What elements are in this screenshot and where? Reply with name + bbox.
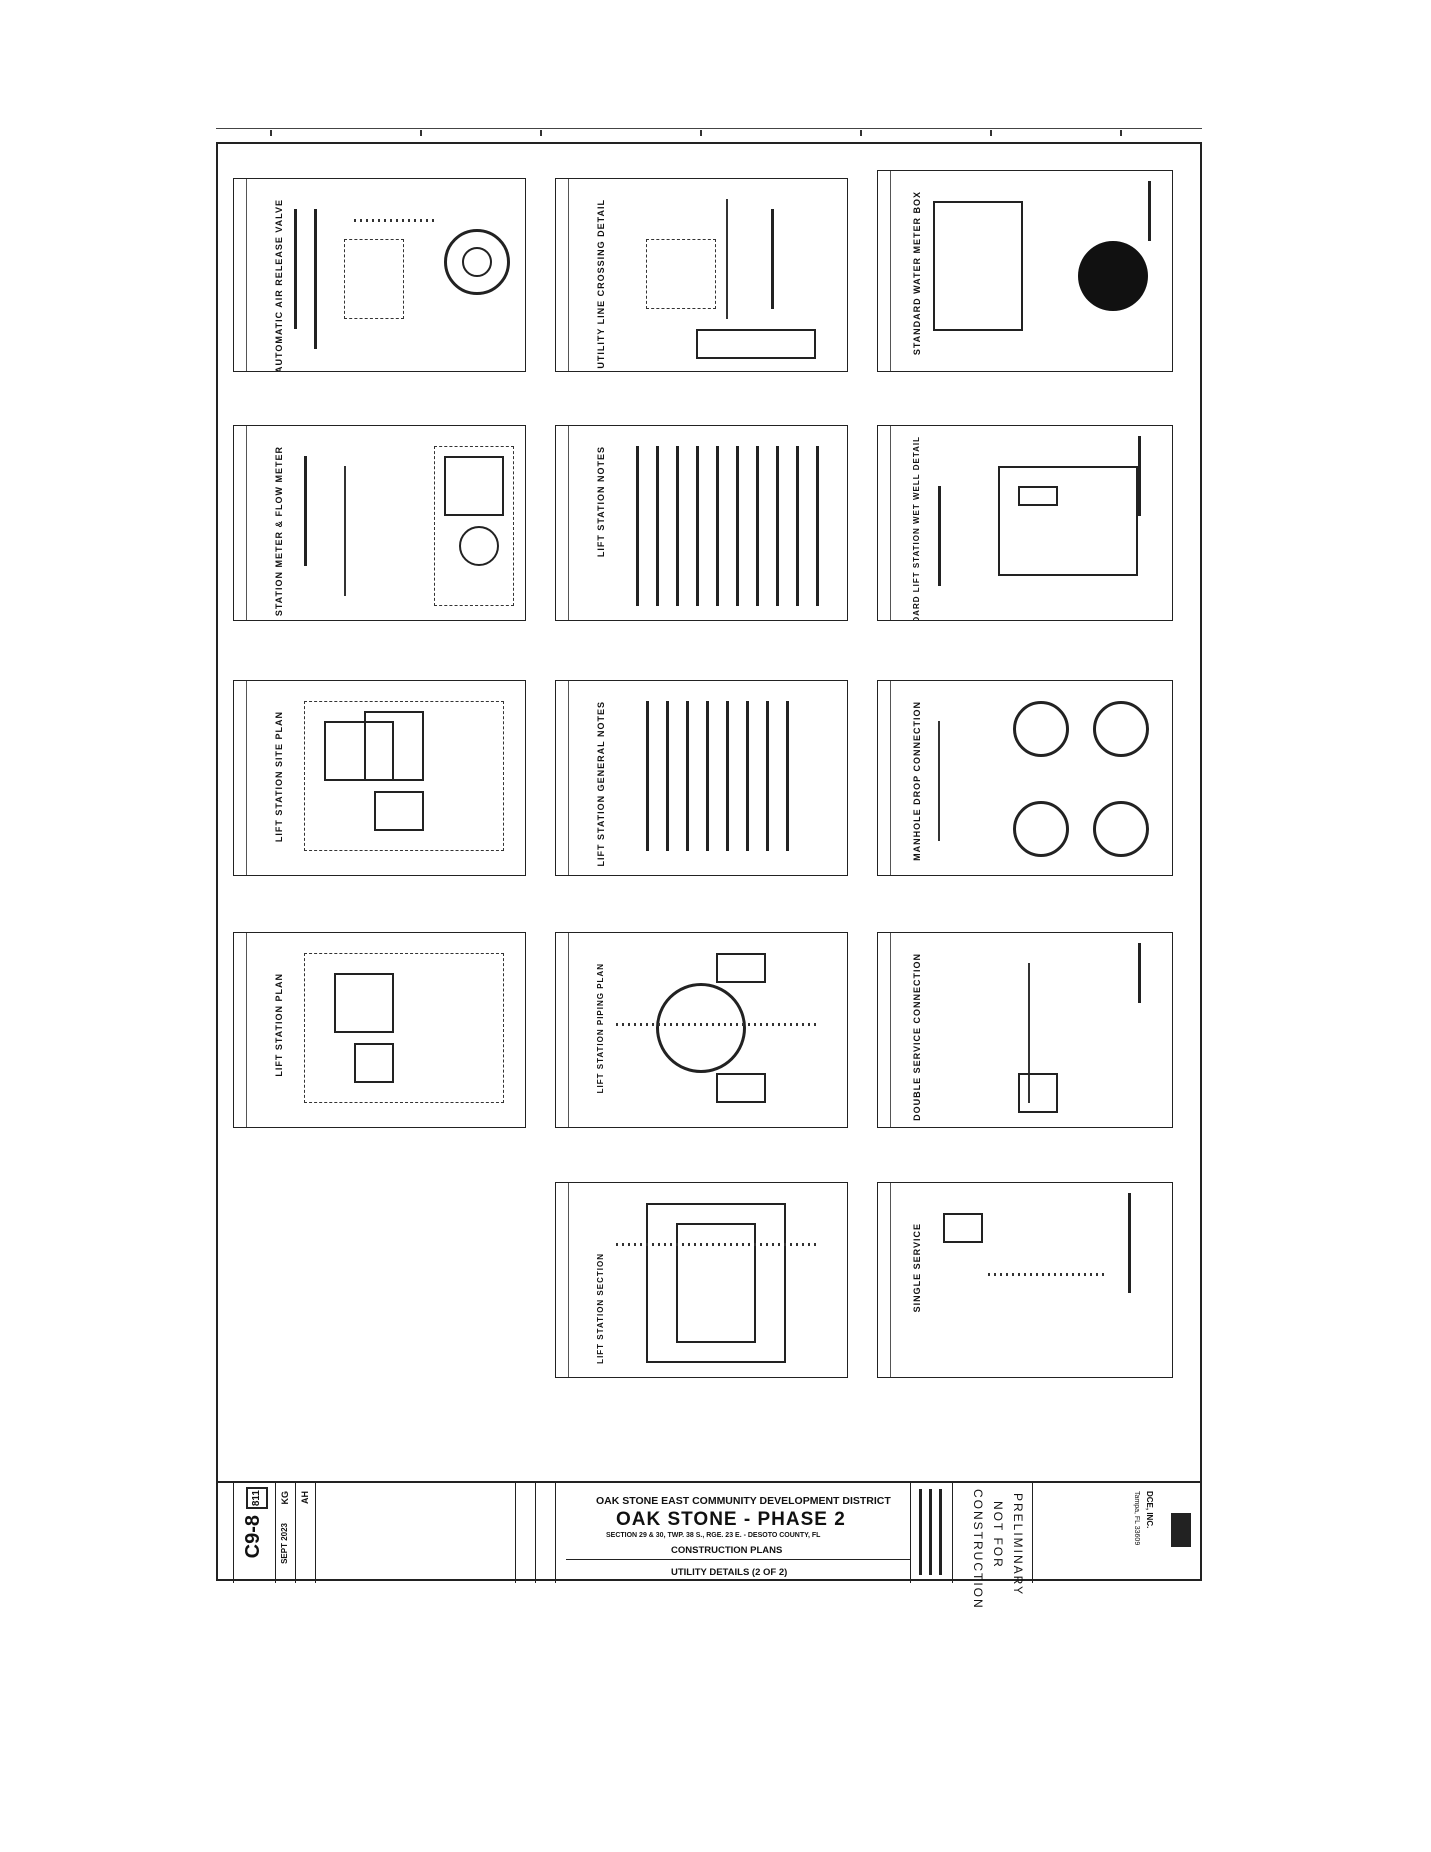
project-name: OAK STONE - PHASE 2: [616, 1509, 846, 1530]
detail-panel-ls-notes: LIFT STATION NOTES: [555, 425, 848, 621]
panel-title: STANDARD LIFT STATION WET WELL DETAIL: [912, 436, 921, 621]
panel-title: MANHOLE DROP CONNECTION: [912, 701, 922, 861]
status-not-for: NOT FOR: [991, 1501, 1005, 1569]
panel-title: DOUBLE SERVICE CONNECTION: [912, 953, 922, 1121]
detail-panel-ls-piping: LIFT STATION PIPING PLAN: [555, 932, 848, 1128]
ruler-tick: [1120, 130, 1122, 136]
panel-title: LIFT STATION SITE PLAN: [274, 711, 284, 843]
detail-panel-ls-general-notes: LIFT STATION GENERAL NOTES: [555, 680, 848, 876]
detail-panel-air-release: AUTOMATIC AIR RELEASE VALVE: [233, 178, 526, 372]
detail-panel-meter-box: STANDARD WATER METER BOX: [877, 170, 1173, 372]
ruler-tick: [860, 130, 862, 136]
detail-panel-single-service: SINGLE SERVICE: [877, 1182, 1173, 1378]
sheet-number: C9-8: [242, 1515, 264, 1559]
panel-title: SINGLE SERVICE: [912, 1223, 922, 1313]
firm-logo: [1171, 1513, 1191, 1547]
sheet-number-cell: C9-8 811: [234, 1483, 276, 1583]
firm-city: Tampa, FL 33609: [1133, 1491, 1140, 1546]
ruler-tick: [700, 130, 702, 136]
plans-label: CONSTRUCTION PLANS: [671, 1545, 783, 1556]
ruler-tick: [270, 130, 272, 136]
district-name: OAK STONE EAST COMMUNITY DEVELOPMENT DIS…: [596, 1495, 891, 1507]
detail-panel-ls-section: LIFT STATION SECTION: [555, 1182, 848, 1378]
panel-title: STANDARD WATER METER BOX: [912, 191, 922, 356]
ruler-tick: [540, 130, 542, 136]
detail-panel-line-crossing: UTILITY LINE CROSSING DETAIL: [555, 178, 848, 372]
project-info-cell: OAK STONE EAST COMMUNITY DEVELOPMENT DIS…: [556, 1483, 911, 1583]
panel-title: LIFT STATION SECTION: [596, 1253, 605, 1364]
drawn-by: KG: [280, 1491, 290, 1505]
meter-lid: [1078, 241, 1148, 311]
detail-panel-site-plan: LIFT STATION SITE PLAN: [233, 680, 526, 876]
detail-panel-lift-meter: LIFT STATION METER & FLOW METER: [233, 425, 526, 621]
call-811-badge: 811: [246, 1487, 268, 1509]
panel-title: LIFT STATION PLAN: [274, 973, 284, 1077]
drawing-sheet: [216, 142, 1202, 1581]
panel-title: AUTOMATIC AIR RELEASE VALVE: [274, 199, 284, 372]
project-section: SECTION 29 & 30, TWP. 38 S., RGE. 23 E. …: [606, 1532, 821, 1539]
status-construction: CONSTRUCTION: [971, 1489, 985, 1610]
detail-panel-drop-connection: MANHOLE DROP CONNECTION: [877, 680, 1173, 876]
detail-panel-wet-well: STANDARD LIFT STATION WET WELL DETAIL: [877, 425, 1173, 621]
detail-panel-ls-plan: LIFT STATION PLAN: [233, 932, 526, 1128]
valve-circle: [444, 229, 510, 295]
firm-cell: DCE, INC. Tampa, FL 33609: [1033, 1483, 1202, 1583]
detail-panel-double-service: DOUBLE SERVICE CONNECTION: [877, 932, 1173, 1128]
sheet-title: UTILITY DETAILS (2 OF 2): [671, 1567, 788, 1578]
engineer-seal-cell: [911, 1483, 953, 1583]
title-block: C9-8 811 KG SEPT 2023 AH OAK STONE EAST …: [216, 1481, 1202, 1610]
status-cell: PRELIMINARY NOT FOR CONSTRUCTION: [953, 1483, 1033, 1610]
panel-title: LIFT STATION GENERAL NOTES: [596, 701, 606, 867]
status-preliminary: PRELIMINARY: [1011, 1493, 1025, 1597]
ruler-tick: [990, 130, 992, 136]
top-ruler: [216, 128, 1202, 141]
sheet-date: SEPT 2023: [280, 1523, 289, 1564]
panel-title: UTILITY LINE CROSSING DETAIL: [596, 199, 606, 369]
panel-title: LIFT STATION NOTES: [596, 446, 606, 558]
panel-title: LIFT STATION PIPING PLAN: [596, 963, 605, 1094]
ruler-tick: [420, 130, 422, 136]
firm-name: DCE, INC.: [1145, 1491, 1154, 1529]
checked-by: AH: [300, 1491, 310, 1504]
panel-title: LIFT STATION METER & FLOW METER: [274, 446, 284, 621]
